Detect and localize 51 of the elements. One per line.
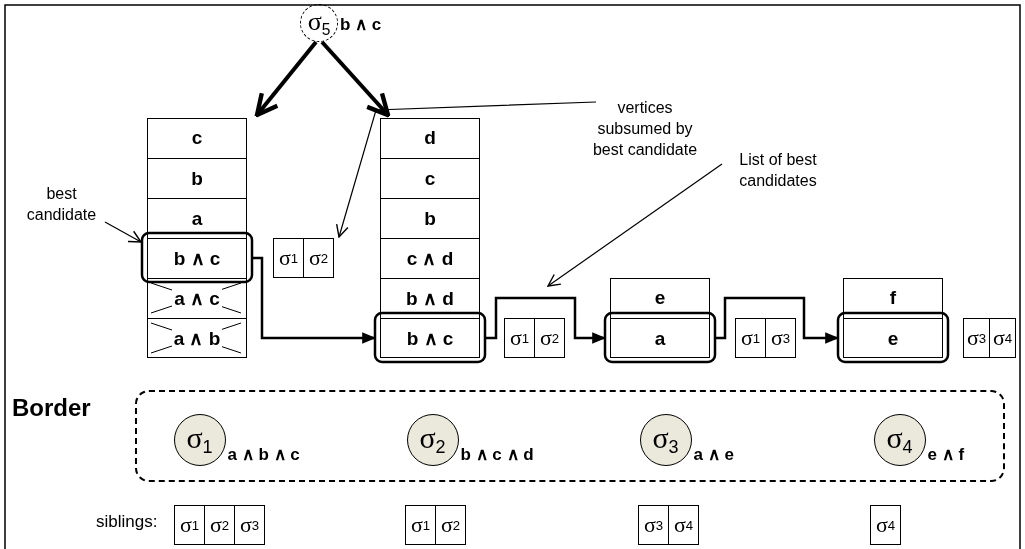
heading-label: Border xyxy=(12,394,91,422)
vertex-list xyxy=(610,278,710,358)
arrow xyxy=(547,163,723,287)
sibling-list xyxy=(638,505,699,545)
sigma-label: σ$_{3}$ xyxy=(652,420,679,459)
vertex-label: c xyxy=(190,127,204,149)
conjunction-label: a ∧ e xyxy=(693,443,734,465)
sibling-list xyxy=(504,318,565,358)
vertex-label: e xyxy=(886,327,900,350)
vertex-label: d xyxy=(423,127,437,149)
row-label: siblings: xyxy=(96,512,158,532)
vertex-list xyxy=(843,278,943,358)
vertex-label: b ∧ c xyxy=(172,247,222,270)
vertex-label: c xyxy=(423,167,437,190)
arrow xyxy=(254,40,318,118)
vertex-label: b xyxy=(190,167,204,190)
vertex-list xyxy=(380,118,480,358)
arrow xyxy=(715,296,840,344)
vertex-list xyxy=(147,118,247,358)
sibling-list xyxy=(273,238,334,278)
vertex-label: e xyxy=(653,287,667,309)
sibling-list xyxy=(735,318,796,358)
vertex-label: b ∧ c xyxy=(405,327,455,350)
annotation-text: best candidate xyxy=(25,184,98,225)
arrow xyxy=(335,101,597,238)
vertex-label: a ∧ b xyxy=(171,327,223,350)
sibling-list xyxy=(405,505,466,545)
conjunction-label: b ∧ c xyxy=(340,14,382,35)
sibling-list xyxy=(174,505,265,545)
annotation-text: vertices subsumed by best candidate xyxy=(591,98,699,160)
vertex-label: c ∧ d xyxy=(405,247,455,270)
conjunction-label: a ∧ b ∧ c xyxy=(227,443,300,465)
vertex-label: a xyxy=(190,207,204,230)
sigma-label: σ$_{4}$ xyxy=(886,420,913,459)
conjunction-label: b ∧ c ∧ d xyxy=(460,443,534,465)
conjunction-label: e ∧ f xyxy=(927,443,965,465)
sigma-label: σ$_{1}$ xyxy=(186,420,213,459)
arrow xyxy=(104,221,142,243)
sibling-list xyxy=(870,505,901,545)
vertex-label: f xyxy=(888,287,898,309)
vertex-label: a xyxy=(653,327,667,350)
vertex-label: a ∧ c xyxy=(172,287,222,310)
sigma-label: σ$_{2}$ xyxy=(419,420,446,459)
annotation-text: List of best candidates xyxy=(738,150,818,191)
arrow xyxy=(485,296,607,344)
sigma-label: σ$_{5}$ xyxy=(307,7,331,39)
vertex-label: b ∧ d xyxy=(405,287,455,310)
vertex-label: b xyxy=(423,207,437,230)
sibling-list xyxy=(963,318,1016,358)
arrow xyxy=(252,256,377,344)
arrow xyxy=(320,40,391,118)
